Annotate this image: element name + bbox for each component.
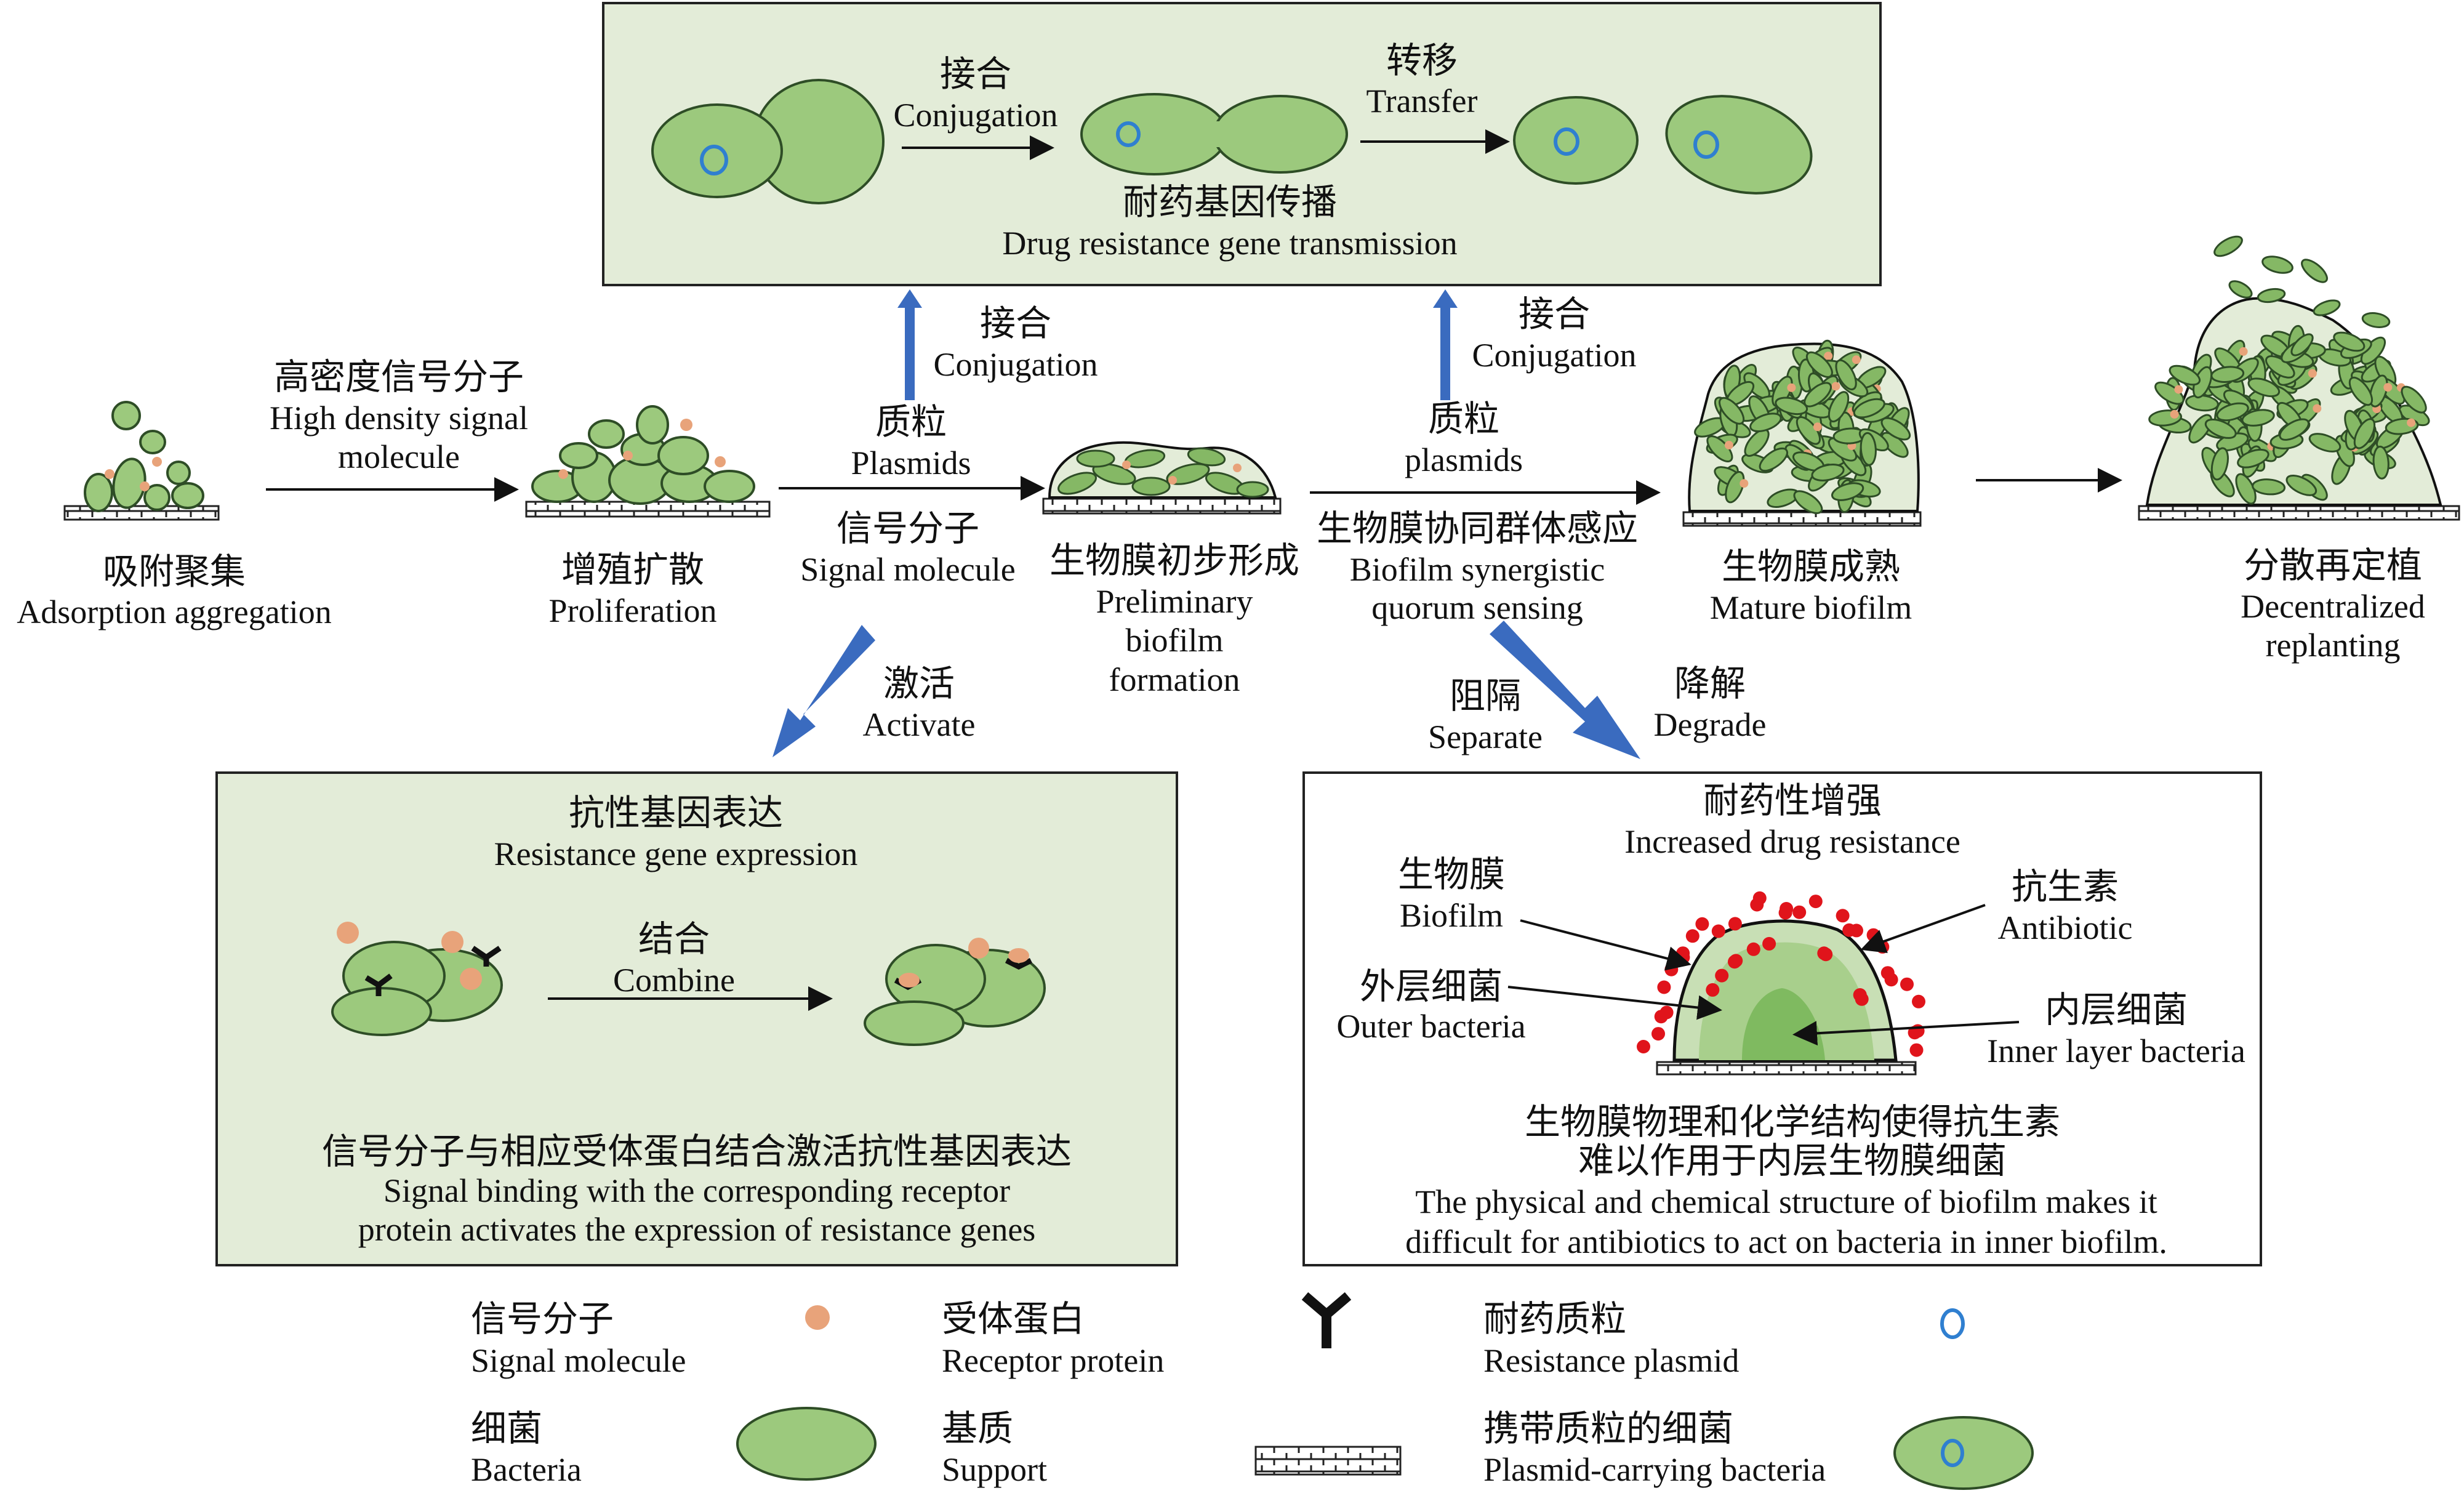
- label: Activate: [863, 706, 976, 743]
- label: Conjugation: [1472, 337, 1637, 374]
- label: Inner layer bacteria: [1987, 1032, 2245, 1069]
- plasmid-icon: [1940, 1308, 1965, 1339]
- label: 生物膜: [1398, 855, 1505, 895]
- stage-preliminary-biofilm: [1042, 441, 1282, 515]
- right-box-desc-en: difficult for antibiotics to act on bact…: [1405, 1223, 2167, 1260]
- label: Conjugation: [894, 97, 1058, 134]
- legend-label: Plasmid-carrying bacteria: [1483, 1451, 1826, 1488]
- right-box: 耐药性增强 Increased drug resistance 生物膜 Biof…: [1302, 771, 2262, 1266]
- plasmid-icon: [700, 145, 728, 175]
- left-box: 抗性基因表达 Resistance gene expression 结合 Com…: [215, 771, 1178, 1266]
- label: 信号分子: [837, 509, 979, 549]
- left-box-desc-en: Signal binding with the corresponding re…: [383, 1172, 1010, 1209]
- label: 生物膜协同群体感应: [1317, 509, 1638, 549]
- stage-mature-biofilm: [1682, 339, 1922, 527]
- legend-label: 基质: [942, 1409, 1013, 1449]
- stage-label-en: Preliminary: [1096, 583, 1253, 620]
- label: 质粒: [1428, 399, 1499, 439]
- label: Signal molecule: [800, 551, 1015, 588]
- stage-adsorption: [63, 401, 220, 521]
- label: 高密度信号分子: [274, 357, 524, 397]
- right-box-desc: 难以作用于内层生物膜细菌: [1578, 1141, 2007, 1181]
- support-icon: [1682, 511, 1922, 527]
- stage-label: 吸附聚集: [103, 552, 246, 592]
- right-box-title: 耐药性增强: [1703, 781, 1882, 821]
- left-box-title: 抗性基因表达: [569, 793, 783, 833]
- left-box-title-en: Resistance gene expression: [494, 835, 858, 872]
- legend-label: Support: [942, 1451, 1047, 1488]
- legend-label: Signal molecule: [471, 1342, 686, 1379]
- label: 质粒: [875, 402, 947, 442]
- stage-label: 生物膜初步形成: [1049, 541, 1299, 581]
- legend-label: 耐药质粒: [1483, 1299, 1626, 1339]
- label: Biofilm synergistic: [1350, 551, 1605, 588]
- stage-proliferation: [525, 405, 771, 518]
- top-box-title-en: Drug resistance gene transmission: [1002, 225, 1457, 262]
- label: 降解: [1674, 664, 1746, 704]
- label: 外层细菌: [1360, 967, 1503, 1007]
- right-box-desc-en: The physical and chemical structure of b…: [1415, 1183, 2157, 1220]
- support-icon: [63, 505, 220, 521]
- stage-label-en: Adsorption aggregation: [17, 594, 331, 630]
- label: plasmids: [1405, 441, 1523, 478]
- label: 接合: [980, 304, 1051, 344]
- label: Biofilm: [1400, 897, 1503, 934]
- support-icon: [1042, 497, 1282, 515]
- label: molecule: [338, 438, 460, 475]
- stage-label-en: biofilm: [1126, 622, 1224, 659]
- stage-label: 分散再定植: [2244, 545, 2422, 586]
- label: 接合: [940, 54, 1011, 94]
- legend-label: Bacteria: [471, 1451, 582, 1488]
- support-icon: [1254, 1446, 1402, 1476]
- label: Outer bacteria: [1336, 1008, 1525, 1045]
- legend-label: 受体蛋白: [942, 1299, 1085, 1339]
- receptor-protein-icon: [1301, 1292, 1352, 1348]
- label: 内层细菌: [2045, 990, 2188, 1030]
- support-icon: [2138, 505, 2460, 521]
- label: 激活: [883, 664, 955, 704]
- signal-molecule-icon: [805, 1305, 830, 1330]
- plasmid-bacterium: [651, 103, 783, 198]
- right-box-title-en: Increased drug resistance: [1624, 823, 1960, 860]
- label: High density signal: [270, 400, 528, 437]
- stage-label-en: Mature biofilm: [1710, 589, 1912, 626]
- label: Degrade: [1654, 706, 1767, 743]
- label: 接合: [1519, 294, 1590, 334]
- label: 阻隔: [1450, 676, 1521, 716]
- stage-label-en: formation: [1109, 661, 1240, 698]
- left-box-desc-en: protein activates the expression of resi…: [358, 1211, 1036, 1248]
- legend-label: 信号分子: [471, 1299, 614, 1339]
- label: 结合: [638, 919, 710, 959]
- bacteria-icon: [736, 1407, 877, 1481]
- stage-label-en: Proliferation: [549, 592, 717, 629]
- bacterium-with-plasmid: [1665, 95, 1813, 195]
- recipient-bacterium: [1213, 95, 1348, 174]
- legend: 信号分子 Signal molecule 受体蛋白 Receptor prote…: [471, 1292, 2034, 1490]
- top-box: 接合 Conjugation 转移 Transfer 耐药基因传播 Drug r…: [602, 2, 1882, 286]
- stage-label-en: Decentralized: [2241, 588, 2425, 625]
- stage-label: 增殖扩散: [561, 550, 704, 590]
- stage-label: 生物膜成熟: [1722, 547, 1900, 587]
- left-box-desc: 信号分子与相应受体蛋白结合激活抗性基因表达: [322, 1132, 1072, 1172]
- right-box-desc: 生物膜物理和化学结构使得抗生素: [1525, 1102, 2060, 1142]
- legend-label: Receptor protein: [942, 1342, 1164, 1379]
- legend-label: Resistance plasmid: [1483, 1342, 1739, 1379]
- blue-arrows: [773, 289, 1640, 759]
- label: Separate: [1428, 718, 1543, 755]
- label: 转移: [1386, 41, 1458, 81]
- label: 抗生素: [2012, 867, 2119, 907]
- label: Antibiotic: [1998, 909, 2133, 946]
- label: Plasmids: [851, 445, 971, 481]
- stage-dispersal: [2138, 235, 2460, 521]
- stage-label-en: replanting: [2266, 627, 2401, 664]
- label: quorum sensing: [1371, 589, 1583, 626]
- label: Transfer: [1366, 82, 1478, 119]
- legend-label: 细菌: [471, 1409, 542, 1449]
- label: Conjugation: [934, 346, 1098, 383]
- top-box-title: 耐药基因传播: [1123, 182, 1337, 222]
- legend-label: 携带质粒的细菌: [1483, 1409, 1733, 1449]
- label: Combine: [613, 962, 735, 999]
